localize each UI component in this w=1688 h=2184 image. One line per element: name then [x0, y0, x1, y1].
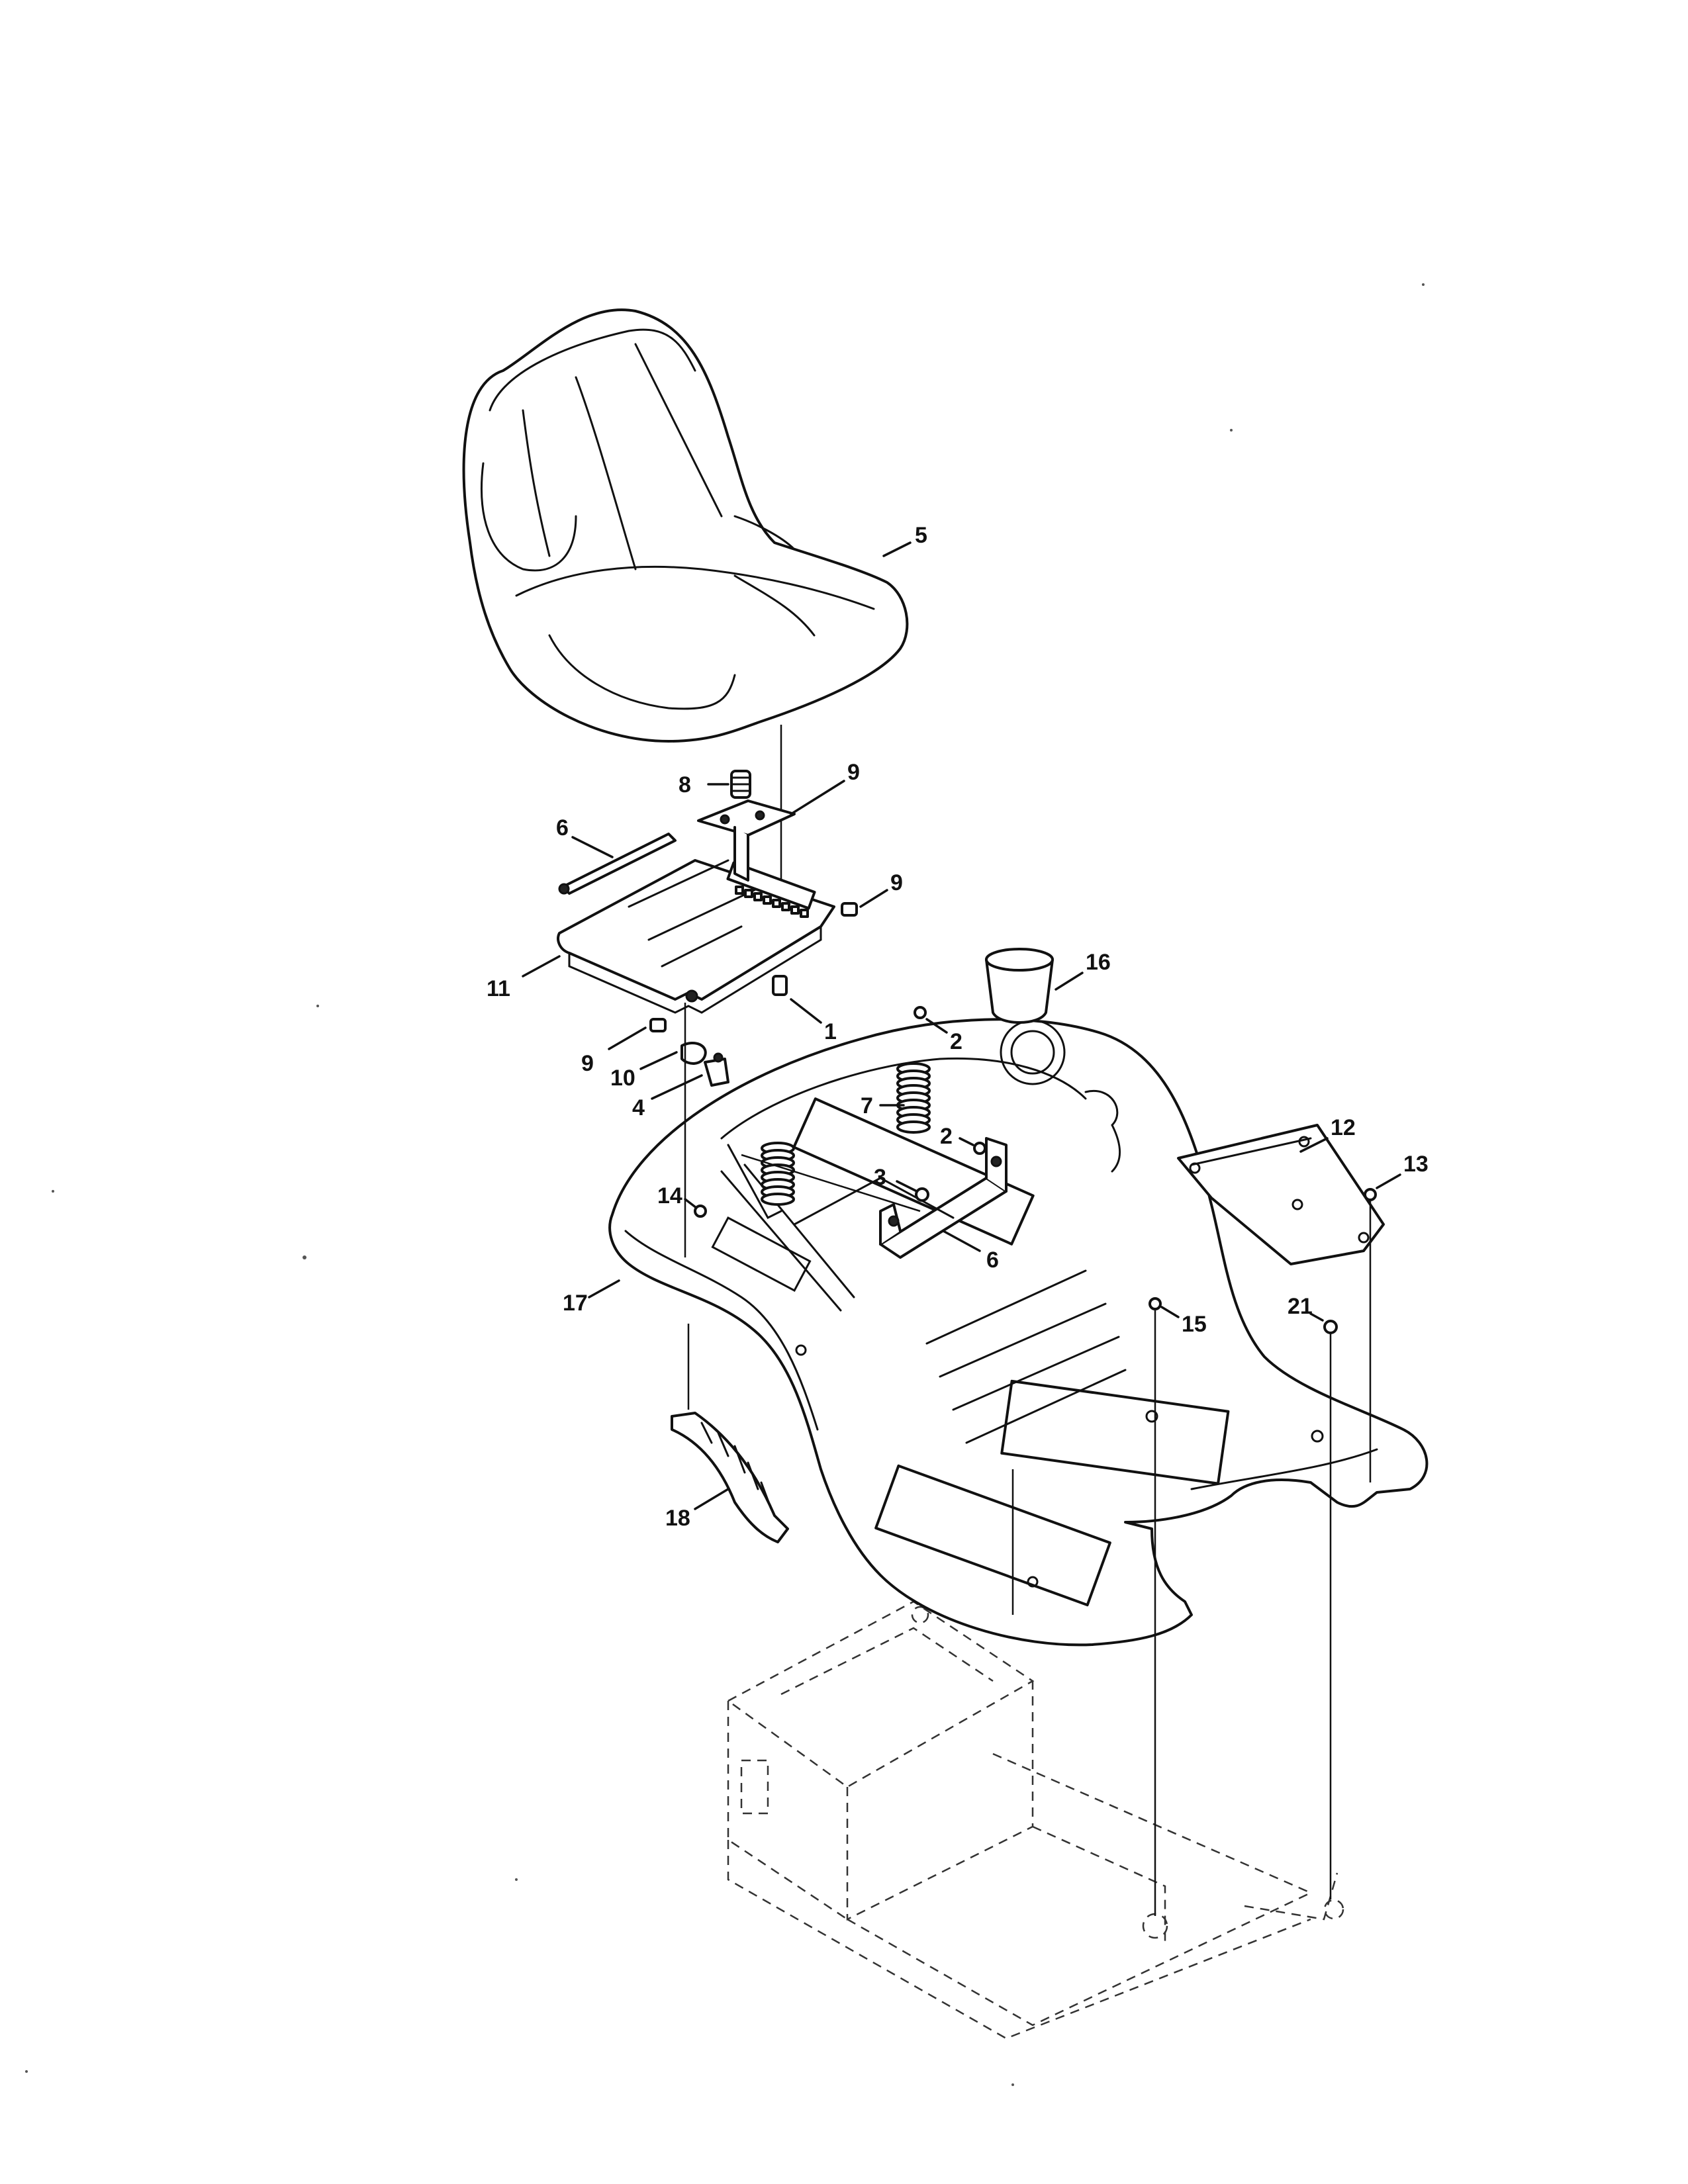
svg-text:4: 4: [632, 1095, 645, 1120]
hardware: [649, 902, 1377, 1334]
seat-pan: [557, 859, 835, 1014]
svg-text:11: 11: [487, 976, 510, 1001]
seat-mount-bracket: [793, 1137, 1008, 1259]
pan-slot: [744, 889, 753, 898]
svg-text:8: 8: [679, 772, 691, 797]
callout-7: 7: [861, 1093, 905, 1118]
svg-text:17: 17: [563, 1291, 588, 1316]
svg-text:16: 16: [1086, 950, 1111, 975]
svg-text:6: 6: [556, 815, 569, 841]
callout-5: 5: [882, 523, 927, 557]
callout-8: 8: [679, 772, 729, 797]
cup-holder: [985, 948, 1054, 1024]
callout-9b: 9: [581, 1026, 647, 1076]
svg-text:5: 5: [915, 523, 927, 548]
tractor-frame: [726, 1600, 1344, 2040]
svg-text:18: 18: [665, 1506, 690, 1531]
callout-15: 13: [1376, 1152, 1429, 1189]
bumper-spring: [730, 770, 751, 799]
svg-text:15: 15: [1182, 1312, 1207, 1337]
pan-slot: [772, 899, 781, 908]
svg-text:9: 9: [847, 760, 860, 785]
callout-10: 9: [790, 760, 860, 815]
pan-slot: [790, 905, 800, 915]
callout-6: 6: [556, 815, 614, 858]
callout-4: 4: [632, 1074, 703, 1120]
svg-text:3: 3: [874, 1165, 886, 1190]
svg-text:13: 13: [1403, 1152, 1429, 1177]
alignment-lines: [684, 1003, 1372, 1916]
callout-9a: 9: [859, 870, 903, 908]
callout-12: 10: [610, 1051, 678, 1091]
pan-slot: [781, 902, 790, 911]
callout-3: 3: [874, 1165, 918, 1193]
callout-18: 16: [1055, 950, 1111, 991]
callout-17: 15: [1160, 1306, 1207, 1337]
callout-1: 1: [790, 998, 837, 1044]
svg-text:6: 6: [986, 1248, 999, 1273]
svg-text:12: 12: [1331, 1115, 1356, 1140]
callouts: 5 9 8 6 9 11 1 9: [487, 523, 1429, 1531]
seat: [462, 308, 909, 940]
svg-text:7: 7: [861, 1093, 873, 1118]
fender: [608, 1018, 1429, 1647]
pan-slot: [735, 886, 744, 895]
seat-bracket: [697, 799, 796, 882]
height-adjust-plate: [671, 1412, 789, 1543]
seat-pan-slots: [735, 886, 809, 918]
callout-19: 17: [563, 1279, 620, 1316]
svg-text:1: 1: [824, 1019, 837, 1044]
fender-pad: [1177, 1124, 1385, 1265]
svg-text:2: 2: [940, 1124, 953, 1149]
svg-text:14: 14: [657, 1183, 682, 1208]
pan-slot: [753, 892, 763, 901]
svg-text:9: 9: [890, 870, 903, 895]
svg-text:21: 21: [1288, 1294, 1313, 1319]
svg-text:2: 2: [950, 1029, 962, 1054]
callout-21: 21: [1288, 1294, 1324, 1322]
callout-16: 14: [657, 1183, 698, 1209]
seat-spring: [761, 1062, 931, 1206]
callout-2b: 2: [940, 1124, 974, 1149]
callout-20: 18: [665, 1488, 729, 1531]
scan-specks: [25, 283, 1425, 2086]
pan-slot: [763, 895, 772, 905]
callout-13: 11: [487, 955, 561, 1001]
svg-text:9: 9: [581, 1051, 594, 1076]
seat-adjust-rod: [558, 833, 677, 895]
callout-14: 12: [1299, 1115, 1356, 1153]
svg-text:10: 10: [610, 1066, 635, 1091]
pan-slot: [800, 909, 809, 918]
callout-2a: 2: [925, 1018, 962, 1054]
callout-11: 6: [942, 1230, 999, 1273]
